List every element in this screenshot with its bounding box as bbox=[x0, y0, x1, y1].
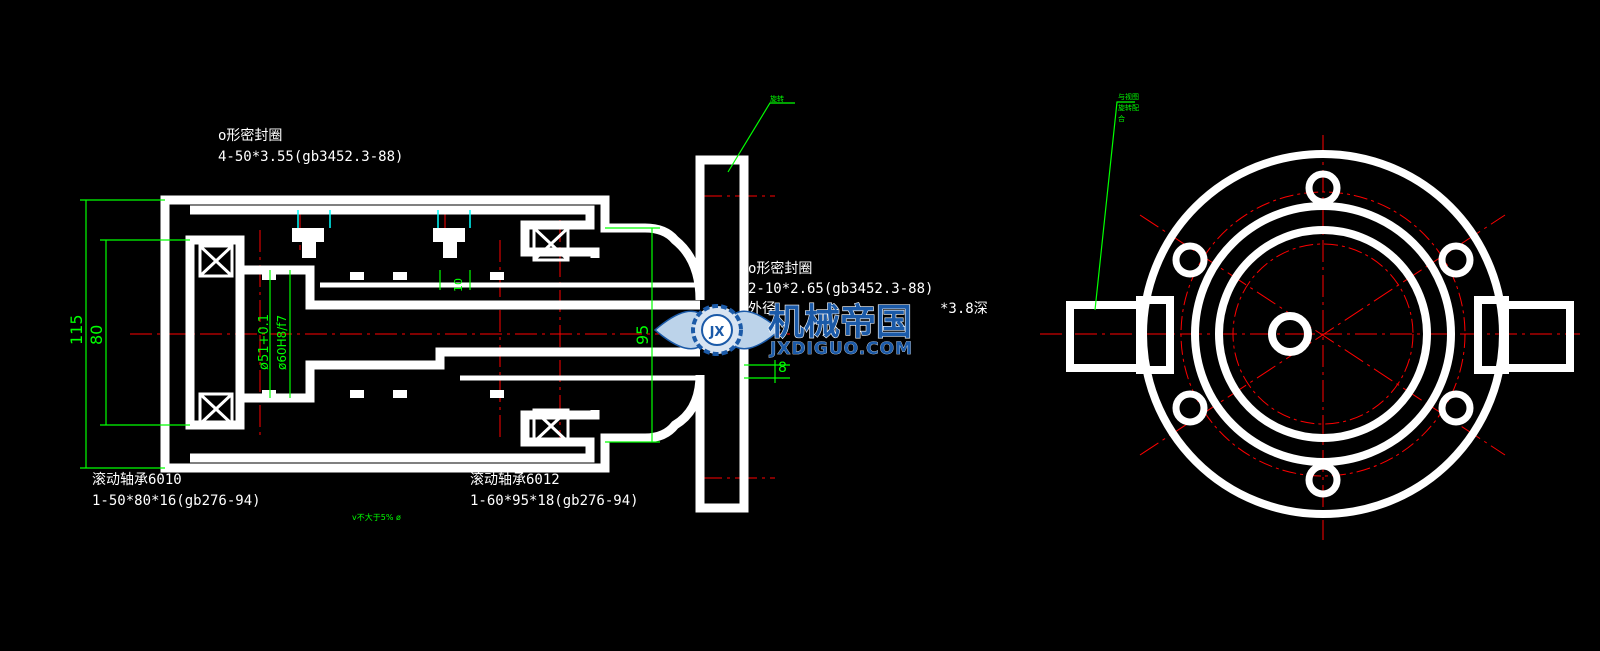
footnote: v不大于5% ø bbox=[352, 512, 401, 522]
oring-right-title: o形密封圈 bbox=[748, 260, 812, 277]
dim-80: 80 bbox=[87, 325, 106, 345]
watermark-badge: JX bbox=[709, 325, 725, 340]
dim-8: 8 bbox=[778, 360, 787, 376]
watermark-cn: 机械帝国 bbox=[768, 302, 912, 343]
leader-note-top: 旋转 bbox=[770, 94, 784, 103]
hatch-marks bbox=[297, 210, 471, 228]
housing-inner-circle bbox=[1191, 202, 1455, 466]
flange-plate-right bbox=[1474, 296, 1509, 374]
dim-51: ø51+0.1 bbox=[257, 314, 272, 370]
bearing-right-top bbox=[532, 226, 570, 262]
inner-bore-bottom bbox=[190, 410, 600, 463]
inner-bore-top bbox=[190, 205, 600, 258]
bearing-right-bottom bbox=[532, 408, 570, 444]
bolt-circle bbox=[1180, 191, 1466, 477]
section-view bbox=[160, 155, 749, 513]
dim-10: 10 bbox=[452, 278, 465, 292]
oring-grooves bbox=[262, 228, 504, 398]
port-left bbox=[1066, 301, 1144, 372]
flange-plate bbox=[1136, 296, 1174, 374]
dimension-lines bbox=[80, 199, 790, 469]
oring-right-spec: 2-10*2.65(gb3452.3-88) bbox=[748, 281, 933, 297]
shaft-bottom-step bbox=[240, 347, 700, 403]
bearing-right-title: 滚动轴承6012 bbox=[470, 471, 560, 488]
bolt-holes bbox=[1172, 170, 1474, 498]
watermark-en: JXDIGUO.COM bbox=[769, 339, 913, 359]
end-view bbox=[1066, 150, 1574, 518]
oring-right-extra-right: *3.8深 bbox=[940, 301, 988, 317]
shaft-top-step bbox=[240, 265, 700, 310]
bore-circle bbox=[1215, 226, 1431, 442]
bearing-left-title: 滚动轴承6010 bbox=[92, 471, 182, 488]
leader-note-right-1: 与视图 bbox=[1118, 92, 1139, 101]
left-end-cap bbox=[185, 235, 245, 430]
bearing-left-bottom bbox=[198, 392, 234, 426]
dim-95: 95 bbox=[633, 325, 652, 345]
oring-top-title: o形密封圈 bbox=[218, 127, 282, 144]
leader-note-right-2: 旋转配 bbox=[1118, 103, 1139, 112]
dim-60: ø60H8/f7 bbox=[275, 315, 289, 370]
leader-note-right-3: 合 bbox=[1118, 114, 1125, 123]
port-right bbox=[1501, 301, 1574, 372]
leader-lines bbox=[727, 101, 1135, 311]
shaft-circle bbox=[1268, 312, 1312, 356]
bearing-left-spec: 1-50*80*16(gb276-94) bbox=[92, 493, 261, 509]
watermark: JX 机械帝国 JXDIGUO.COM bbox=[653, 301, 913, 359]
bearing-left-top bbox=[198, 244, 234, 278]
oring-top-spec: 4-50*3.55(gb3452.3-88) bbox=[218, 149, 403, 165]
bearings bbox=[198, 226, 570, 444]
bearing-right-spec: 1-60*95*18(gb276-94) bbox=[470, 493, 639, 509]
dim-115: 115 bbox=[67, 314, 86, 345]
